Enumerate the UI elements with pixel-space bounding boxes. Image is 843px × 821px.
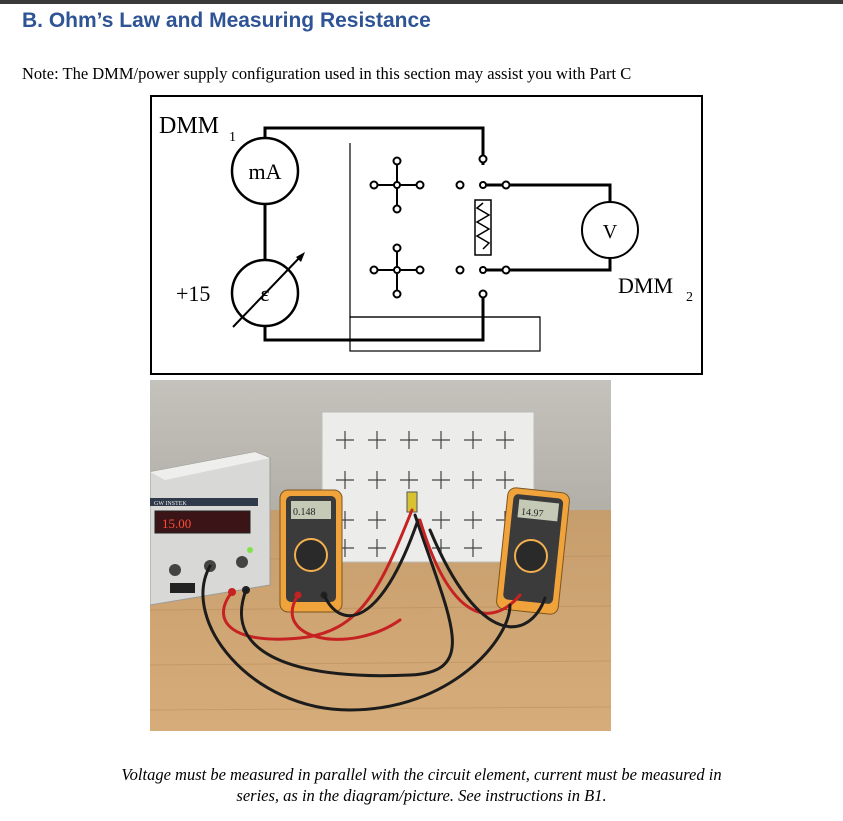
dmm1-label: DMM — [159, 113, 219, 139]
circuit-diagram: DMM 1 mA ε +15 V DMM 2 — [150, 95, 703, 375]
supply-display — [154, 510, 251, 534]
breadboard-panel — [321, 411, 535, 563]
section-heading: B. Ohm’s Law and Measuring Resistance — [22, 9, 431, 32]
section-note: Note: The DMM/power supply configuration… — [22, 64, 632, 83]
caption-line-1: Voltage must be measured in parallel wit… — [121, 765, 722, 784]
dmm1-readout: 0.148 — [293, 507, 316, 518]
resistor-zigzag — [475, 202, 491, 250]
supply-readout: 15.00 — [162, 516, 191, 531]
dmm2-display — [517, 499, 560, 522]
top-rule — [0, 0, 843, 4]
connector-nodes — [369, 154, 511, 299]
breadboard-crosses — [336, 431, 514, 557]
variable-arrowhead — [296, 252, 305, 262]
breadboard-outline — [349, 143, 541, 352]
dmm2-label: DMM — [618, 273, 673, 298]
voltmeter-label: V — [603, 221, 618, 243]
variable-arrow — [232, 254, 303, 328]
dmm2-readout: 14.97 — [520, 507, 544, 520]
voltmeter-circle — [581, 201, 639, 259]
ammeter-label: mA — [249, 159, 282, 184]
supply-brand: GW INSTEK — [154, 501, 187, 507]
dmm2-subscript: 2 — [686, 290, 693, 305]
figure-caption: Voltage must be measured in parallel wit… — [20, 764, 823, 806]
dmm1-subscript: 1 — [229, 130, 236, 145]
caption-line-2: series, as in the diagram/picture. See i… — [236, 786, 607, 805]
lab-setup-photo: GW INSTEK 15.00 0.148 14.97 — [150, 380, 611, 731]
dmm1-display — [291, 501, 331, 519]
supply-label: +15 — [176, 281, 210, 306]
test-leads — [201, 508, 547, 712]
circuit-wires — [263, 126, 612, 342]
